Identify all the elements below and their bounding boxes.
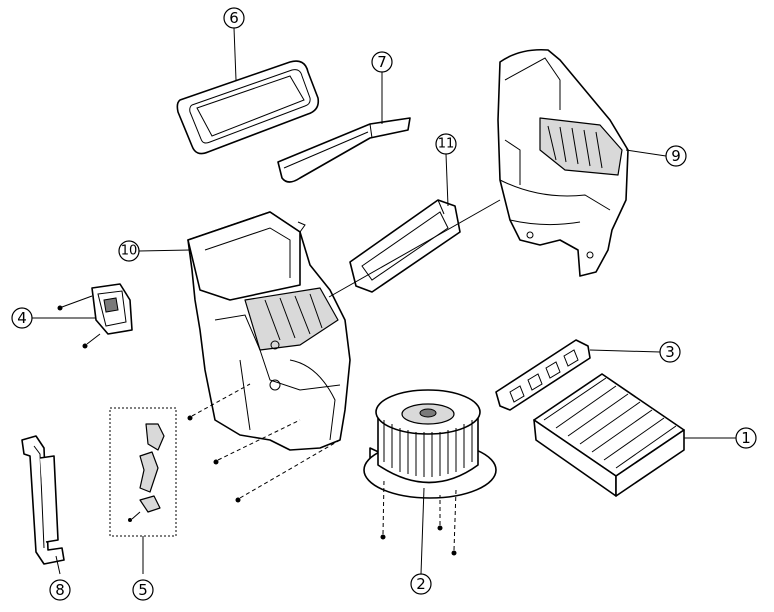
assembly-dashed-lines bbox=[187, 383, 457, 551]
part-1-air-filter bbox=[533, 373, 685, 497]
callout-1: 1 bbox=[735, 427, 757, 449]
part-8-bracket bbox=[21, 435, 65, 565]
part-7-duct-strip bbox=[277, 117, 411, 183]
callout-6: 6 bbox=[223, 7, 245, 29]
callout-11: 11 bbox=[435, 133, 457, 155]
callout-label: 2 bbox=[416, 575, 426, 593]
callout-9: 9 bbox=[665, 145, 687, 167]
callout-7: 7 bbox=[371, 51, 393, 73]
callout-label: 10 bbox=[121, 244, 138, 259]
callout-4: 4 bbox=[11, 307, 33, 329]
part-4-actuator bbox=[57, 283, 133, 349]
callout-label: 4 bbox=[17, 309, 27, 327]
part-10-lower-housing bbox=[187, 211, 351, 451]
leader-lines bbox=[32, 27, 736, 575]
callout-2: 2 bbox=[410, 573, 432, 595]
callout-label: 5 bbox=[138, 581, 148, 599]
part-6-gasket-frame bbox=[176, 60, 320, 155]
callout-label: 1 bbox=[741, 429, 751, 447]
part-3-retainer bbox=[495, 339, 591, 411]
part-11-seal-frame bbox=[349, 199, 461, 293]
part-5-linkage-kit bbox=[109, 407, 177, 537]
part-9-upper-housing bbox=[497, 48, 629, 277]
callout-label: 7 bbox=[377, 53, 387, 71]
callout-label: 8 bbox=[55, 581, 65, 599]
callout-label: 9 bbox=[671, 147, 681, 165]
callout-label: 11 bbox=[438, 137, 455, 152]
part-2-blower-motor bbox=[363, 389, 497, 556]
callout-label: 3 bbox=[665, 343, 675, 361]
callout-5: 5 bbox=[132, 579, 154, 601]
callout-8: 8 bbox=[49, 579, 71, 601]
callout-3: 3 bbox=[659, 341, 681, 363]
callout-label: 6 bbox=[229, 9, 239, 27]
callout-10: 10 bbox=[118, 240, 140, 262]
